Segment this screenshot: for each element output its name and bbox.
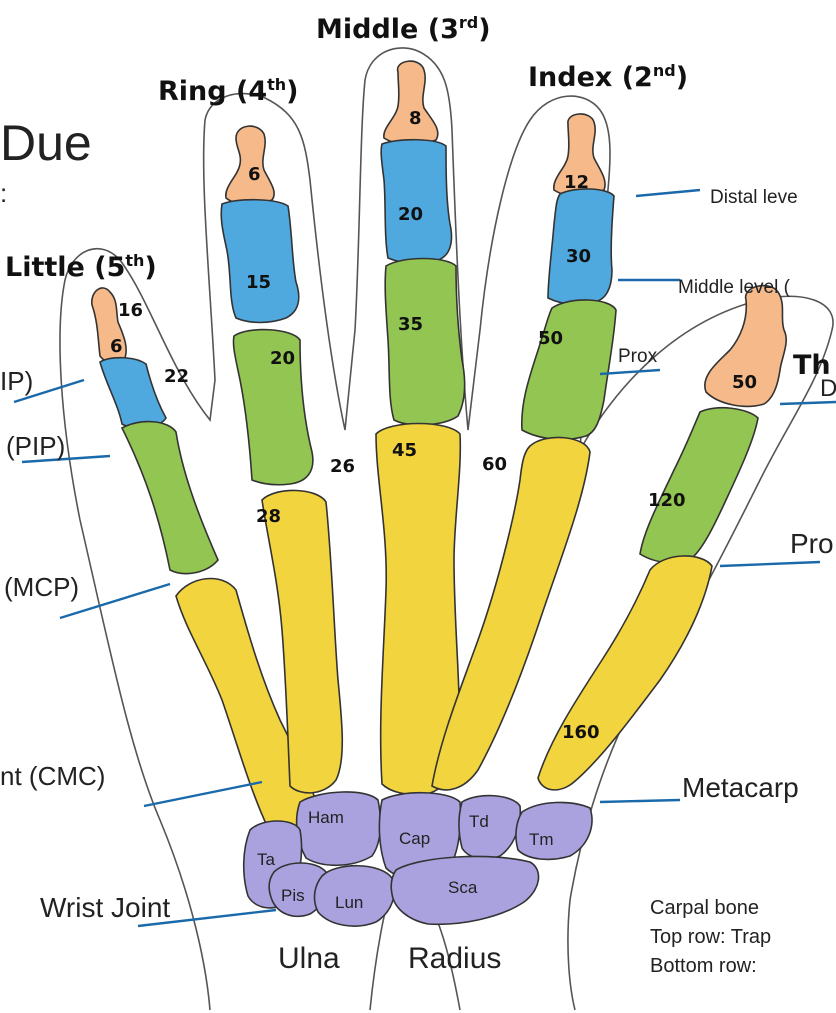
index-proximal-bone xyxy=(522,300,616,439)
value-little-distal: 6 xyxy=(110,336,123,357)
middle-finger xyxy=(376,61,465,794)
carpal-label-tm: Tm xyxy=(529,830,554,849)
value-index-proximal: 50 xyxy=(538,328,563,349)
little-proximal-bone xyxy=(122,422,218,574)
value-little-proximal: 22 xyxy=(164,366,189,387)
value-middle-proximal: 35 xyxy=(398,314,423,335)
label-middle-level: Middle level ( xyxy=(678,277,791,298)
carpal-label-td: Td xyxy=(469,812,489,831)
label-ulna: Ulna xyxy=(278,942,340,975)
value-index-distal: 12 xyxy=(564,172,589,193)
leader-thumb-pro xyxy=(720,562,820,566)
ring-middle-bone xyxy=(221,200,299,323)
value-ring-distal: 6 xyxy=(248,164,261,185)
value-index-metacarpal: 60 xyxy=(482,454,507,475)
value-thumb-distal: 50 xyxy=(732,372,757,393)
carpal-note-line3: Bottom row: xyxy=(650,955,757,977)
value-little-metacarpal: 28 xyxy=(256,506,281,527)
page-title: Due xyxy=(0,115,92,171)
thumb-metacarpal-bone xyxy=(538,556,712,790)
little-middle-bone xyxy=(100,358,166,429)
leader-thumb-d xyxy=(780,402,836,404)
carpal-label-sca: Sca xyxy=(448,878,478,897)
label-cmc: nt (CMC) xyxy=(0,761,105,791)
label-thumb-d: D xyxy=(820,375,836,402)
value-ring-middle: 15 xyxy=(246,272,271,293)
label-mcp: (MCP) xyxy=(4,572,79,602)
finger-title-index: Index (2nd) xyxy=(528,61,688,93)
label-distal-level: Distal leve xyxy=(710,187,798,208)
value-ring-proximal: 20 xyxy=(270,348,295,369)
leader-cmc xyxy=(144,782,262,806)
label-dip: IP) xyxy=(0,366,33,396)
middle-distal-bone xyxy=(384,61,438,144)
finger-title-middle: Middle (3rd) xyxy=(316,13,491,45)
label-wrist: Wrist Joint xyxy=(40,892,170,923)
middle-middle-bone xyxy=(381,140,451,263)
carpal-ham xyxy=(297,792,381,865)
value-middle-metacarpal: 45 xyxy=(392,440,417,461)
finger-title-ring: Ring (4th) xyxy=(158,75,299,107)
carpal-note-line1: Carpal bone xyxy=(650,897,759,919)
carpal-label-pis: Pis xyxy=(281,886,305,905)
value-thumb-metacarpal: 160 xyxy=(562,722,600,743)
label-thumb-pro: Pro xyxy=(790,528,834,559)
value-middle-middle: 20 xyxy=(398,204,423,225)
label-metacarp: Metacarp xyxy=(682,772,799,803)
leader-distal-level xyxy=(636,190,700,196)
finger-title-little: Little (5th) xyxy=(5,251,157,283)
label-prox: Prox xyxy=(618,346,658,367)
value-little-middle: 16 xyxy=(118,300,143,321)
value-index-middle: 30 xyxy=(566,246,591,267)
label-radius: Radius xyxy=(408,942,501,975)
thumb-proximal-bone xyxy=(640,408,758,563)
value-ring-metacarpal: 26 xyxy=(330,456,355,477)
carpal-label-cap: Cap xyxy=(399,829,430,848)
title-colon: : xyxy=(0,178,7,208)
carpal-label-ta: Ta xyxy=(257,850,276,869)
carpal-label-lun: Lun xyxy=(335,893,363,912)
middle-proximal-bone xyxy=(385,259,464,425)
carpal-note-line2: Top row: Trap xyxy=(650,926,771,948)
value-thumb-proximal: 120 xyxy=(648,490,686,511)
value-middle-distal: 8 xyxy=(409,108,422,129)
label-pip: (PIP) xyxy=(6,431,65,461)
carpal-label-ham: Ham xyxy=(308,808,344,827)
leader-metacarp xyxy=(600,800,680,802)
